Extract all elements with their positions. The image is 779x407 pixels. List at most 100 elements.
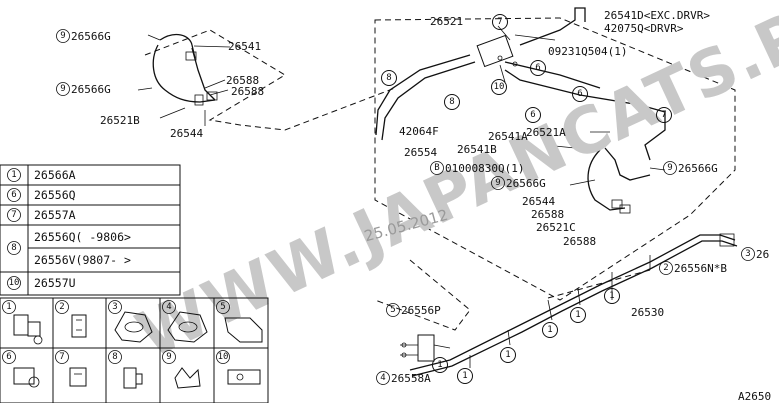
- legend-number: 8: [11, 243, 16, 253]
- legend-number: 7: [11, 210, 16, 220]
- callout-number: 9: [60, 84, 65, 94]
- legend-code: 26557A: [34, 208, 76, 222]
- svg-text:8: 8: [449, 97, 454, 107]
- marker-n10: 10: [491, 79, 507, 95]
- clip-number-9: 9: [162, 350, 176, 364]
- marker-n8-b: 8: [444, 94, 460, 110]
- main-brake-line: [409, 233, 738, 377]
- callout-text: 26544: [522, 195, 555, 208]
- callout-26521b: 26521B: [100, 114, 140, 127]
- svg-text:1: 1: [547, 325, 552, 335]
- marker-n6-c: 6: [525, 107, 541, 123]
- svg-text:6: 6: [530, 110, 535, 120]
- marker-n6-a: 6: [530, 60, 546, 76]
- callout-text: 26588: [231, 85, 264, 98]
- center-upper-components: [375, 7, 666, 141]
- svg-text:1: 1: [462, 371, 467, 381]
- brake-line-outline: [374, 259, 471, 331]
- svg-text:3: 3: [112, 302, 117, 312]
- callout-text: 26588: [563, 235, 596, 248]
- callout-text: 26558A: [391, 372, 431, 385]
- legend-code: 26566A: [34, 168, 76, 182]
- callout-number: B: [434, 163, 439, 173]
- legend-code-alt: 26556V(9807- >: [34, 253, 131, 267]
- callout-text: 01000830Q(1): [445, 162, 524, 175]
- legend-row: 7 26557A: [7, 208, 76, 222]
- svg-text:6: 6: [577, 89, 582, 99]
- marker-n6-b: 6: [572, 86, 588, 102]
- legend-number: 1: [11, 170, 16, 180]
- callout-01000: B 01000830Q(1): [430, 161, 524, 175]
- clip-number-5: 5: [216, 300, 230, 314]
- clip-number-1: 1: [2, 300, 16, 314]
- svg-text:10: 10: [494, 82, 505, 92]
- svg-text:7: 7: [497, 17, 502, 27]
- front-hose-left: [137, 33, 231, 126]
- callout-text: 09231Q504(1): [548, 45, 627, 58]
- svg-text:7: 7: [661, 110, 666, 120]
- clip-number-3: 3: [108, 300, 122, 314]
- svg-text:1: 1: [6, 302, 11, 312]
- diagram-code: A2650: [738, 390, 771, 403]
- svg-text:4: 4: [166, 302, 171, 312]
- callout-number: 9: [60, 31, 65, 41]
- svg-text:10: 10: [218, 352, 229, 362]
- legend-number: 10: [9, 278, 20, 288]
- clip-shape-4: [167, 311, 208, 343]
- svg-text:2: 2: [59, 302, 64, 312]
- marker-n1-e: 1: [432, 357, 448, 373]
- callout-26541: 26541: [228, 40, 261, 53]
- marker-n1-d: 1: [457, 368, 473, 384]
- callout-42075q: 42075Q<DRVR>: [604, 22, 684, 35]
- svg-text:1: 1: [505, 350, 510, 360]
- callout-26521c: 26521C: [536, 221, 576, 234]
- callout-number: 4: [380, 373, 385, 383]
- legend-code: 26556Q: [34, 188, 76, 202]
- callout-text: 26521B: [100, 114, 140, 127]
- callout-text: 26541B: [457, 143, 497, 156]
- clip-number-6: 6: [2, 350, 16, 364]
- legend-code: 26557U: [34, 276, 76, 290]
- svg-text:1: 1: [437, 360, 442, 370]
- brake-fitting: [400, 334, 451, 362]
- callout-42064f: 42064F: [399, 125, 439, 138]
- callout-text: 42064F: [399, 125, 439, 138]
- callout-26588-right: 26588: [531, 208, 564, 221]
- callout-text: 26556N*B: [674, 262, 727, 275]
- callout-text: 26554: [404, 146, 437, 159]
- clip-shape-6: [13, 367, 40, 388]
- clip-shape-8: [123, 367, 143, 389]
- clip-number-2: 2: [55, 300, 69, 314]
- callout-text: 26544: [170, 127, 203, 140]
- callout-text: 26556P: [401, 304, 441, 317]
- callout-text: 26521C: [536, 221, 576, 234]
- svg-text:1: 1: [575, 310, 580, 320]
- svg-text:5: 5: [220, 302, 225, 312]
- marker-n1-a: 1: [542, 322, 558, 338]
- svg-text:6: 6: [535, 63, 540, 73]
- marker-n7-right: 7: [656, 107, 672, 123]
- callout-text: 26588: [531, 208, 564, 221]
- callout-text: 26521A: [526, 126, 566, 139]
- callout-text: 26521: [430, 15, 463, 28]
- clip-shape-2: [71, 314, 87, 338]
- callout-26541b: 26541B: [457, 143, 497, 156]
- callout-26541d: 26541D<EXC.DRVR>: [604, 9, 710, 22]
- callout-26588-b: 26588: [231, 85, 264, 98]
- marker-n1-f: 1: [604, 288, 620, 304]
- callout-text: 26566G: [71, 30, 111, 43]
- callout-26558a: 4 26558A: [376, 371, 431, 385]
- callout-26544-left: 26544: [170, 127, 203, 140]
- marker-n7-top: 7: [492, 14, 508, 30]
- callout-text: 26566G: [506, 177, 546, 190]
- callout-26541a: 26541A: [488, 130, 528, 143]
- callout-text: 26541D<EXC.DRVR>: [604, 9, 710, 22]
- legend-row: 10 26557U: [7, 276, 76, 290]
- callout-26521a: 26521A: [526, 126, 566, 139]
- callout-text: 26566G: [678, 162, 718, 175]
